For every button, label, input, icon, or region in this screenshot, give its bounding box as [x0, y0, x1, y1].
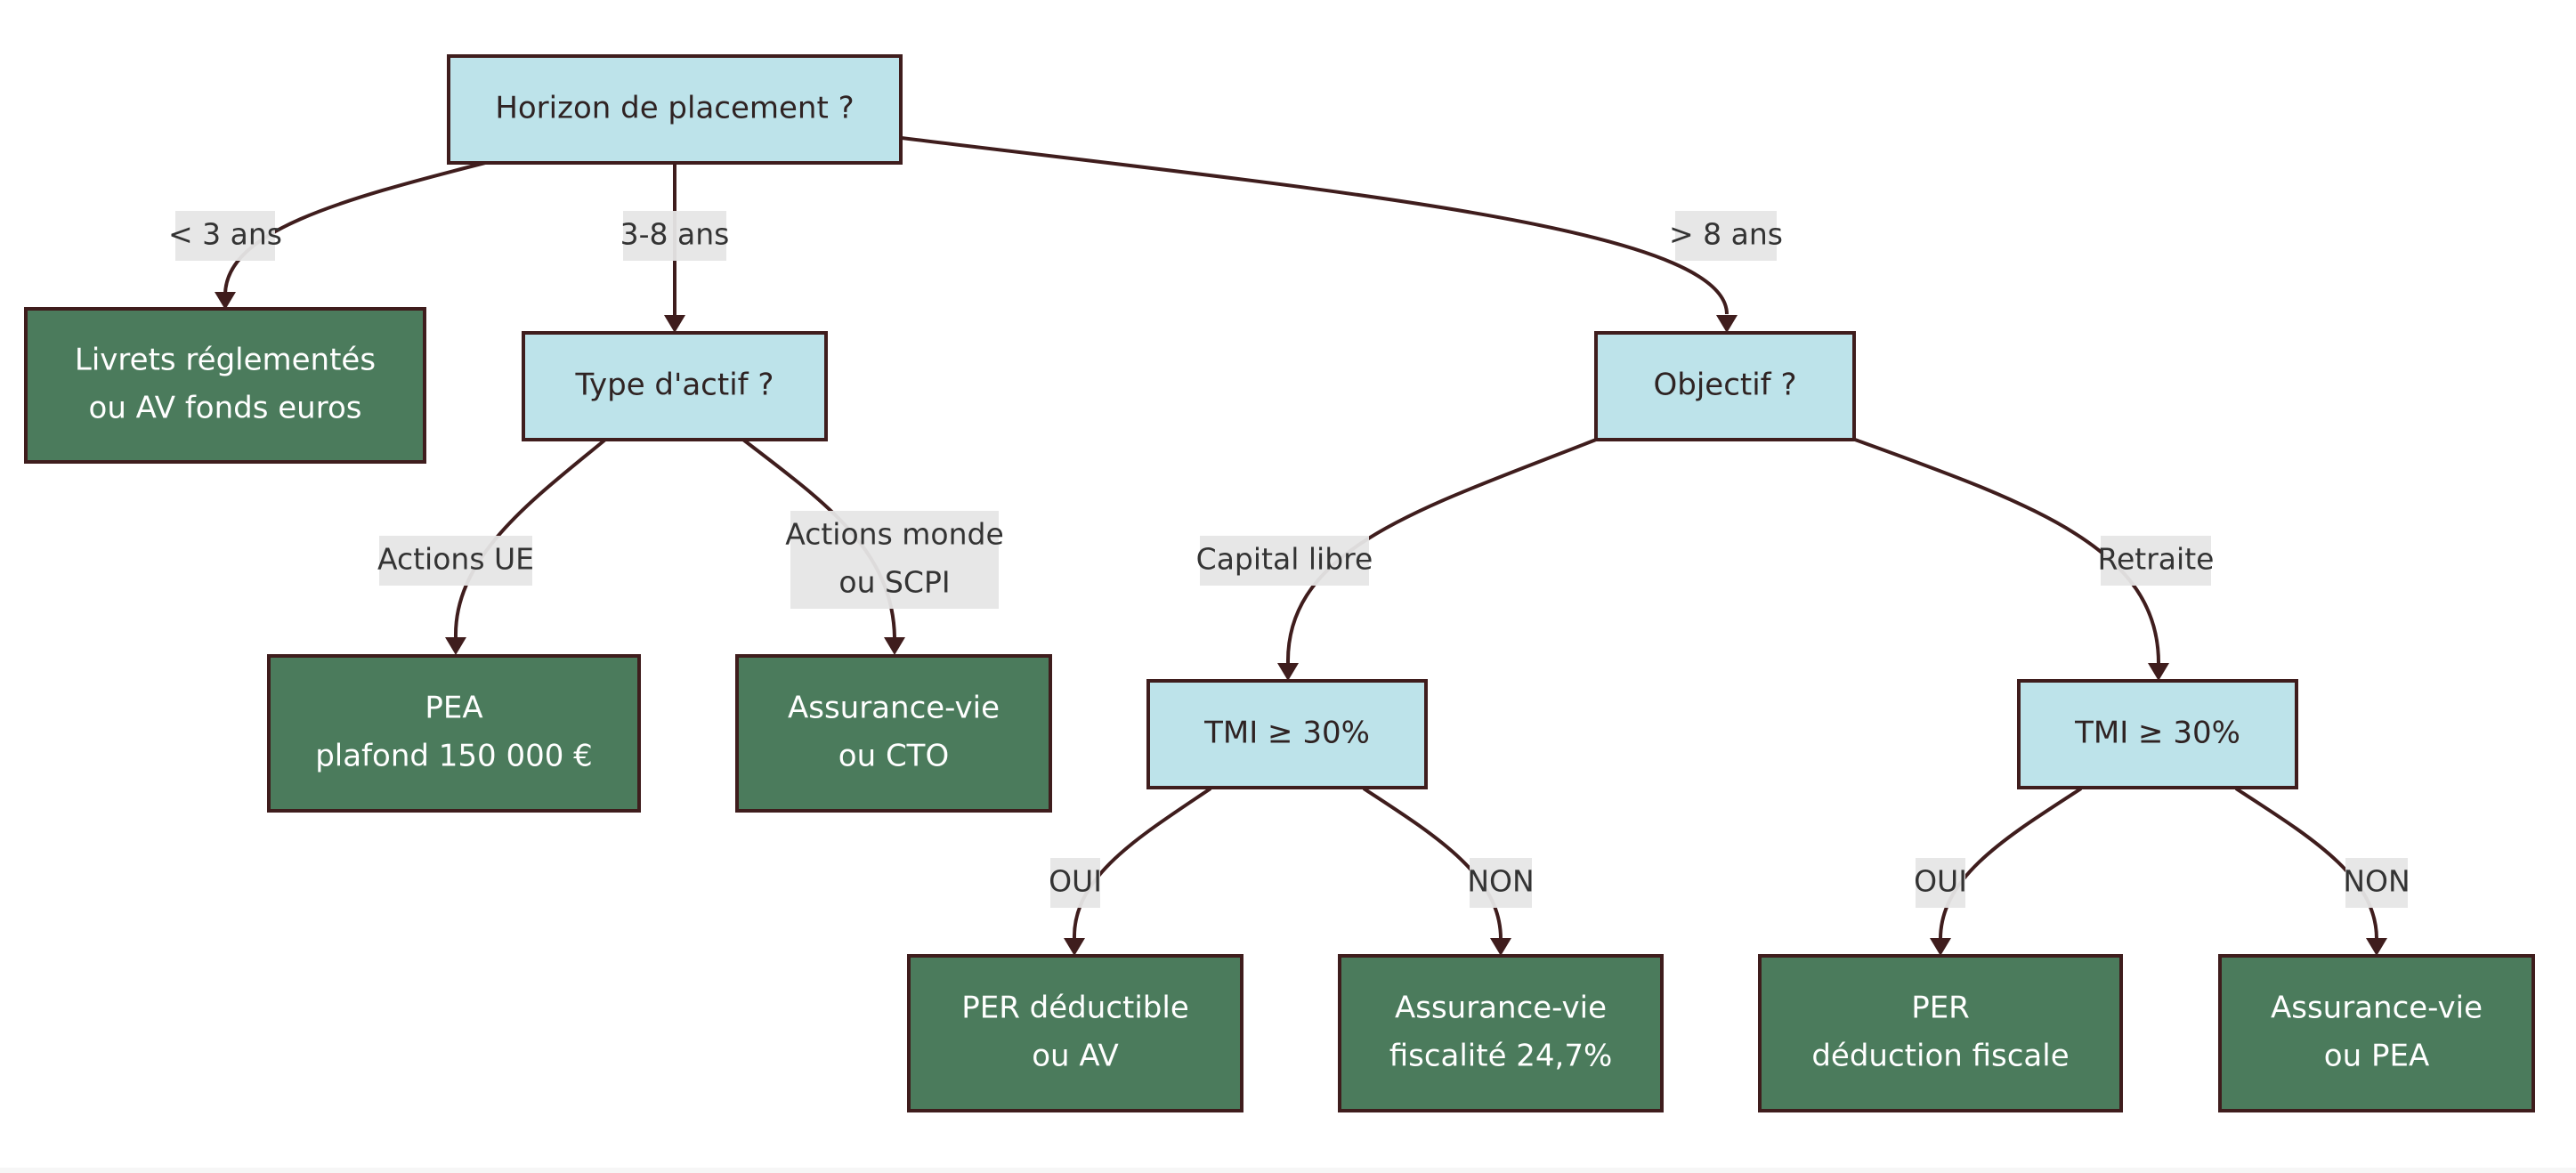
- node-text: Horizon de placement ?: [495, 91, 854, 126]
- edge-label-oui2: OUI: [1914, 858, 1967, 908]
- edge-label-text: Capital libre: [1196, 542, 1373, 577]
- arrow-pea: [445, 637, 466, 655]
- node-tmi-retraite: TMI ≥ 30%: [2017, 679, 2298, 789]
- node-objectif: Objectif ?: [1594, 331, 1856, 441]
- edge-label-text: < 3 ans: [168, 217, 282, 252]
- edge-objectif-tmi2: [1854, 438, 2160, 664]
- edge-label-text: 3-8 ans: [620, 217, 730, 252]
- edge-label-non1: NON: [1467, 858, 1535, 908]
- edge-label-capital: Capital libre: [1196, 536, 1373, 586]
- node-av-cto: Assurance-vie ou CTO: [735, 654, 1052, 813]
- node-text: déduction fiscale: [1811, 1039, 2069, 1074]
- node-text: ou AV: [1032, 1039, 1119, 1074]
- edge-horizon-objectif: [901, 136, 1729, 315]
- node-text: TMI ≥ 30%: [1203, 716, 1370, 751]
- arrow-avpea: [2366, 938, 2387, 956]
- arrow-avfisc: [1490, 938, 1511, 956]
- node-av-fiscalite: Assurance-vie fiscalité 24,7%: [1338, 954, 1664, 1112]
- edge-type-pea: [453, 438, 607, 638]
- node-text: ou CTO: [838, 739, 949, 774]
- arrow-perav: [1064, 938, 1085, 956]
- node-text: Objectif ?: [1653, 368, 1796, 403]
- node-livrets: Livrets réglementés ou AV fonds euros: [24, 307, 426, 464]
- edge-label-3to8: 3-8 ans: [620, 211, 730, 261]
- node-text: Assurance-vie: [788, 691, 1000, 726]
- node-text: Assurance-vie: [1395, 991, 1607, 1026]
- node-pea: PEA plafond 150 000 €: [267, 654, 641, 813]
- node-text: Livrets réglementés: [75, 343, 376, 378]
- edge-label-text: > 8 ans: [1669, 217, 1783, 252]
- node-text: plafond 150 000 €: [315, 739, 593, 774]
- arrow-avcto: [884, 637, 905, 655]
- edge-label-text: ou SCPI: [838, 565, 950, 600]
- bottom-band: [0, 1168, 2576, 1173]
- node-text: ou PEA: [2324, 1039, 2429, 1074]
- edge-label-lt3: < 3 ans: [168, 211, 282, 261]
- edge-label-retraite: Retraite: [2098, 536, 2215, 586]
- edge-label-text: OUI: [1049, 864, 1102, 899]
- node-text: PER: [1911, 991, 1970, 1026]
- edge-label-text: OUI: [1914, 864, 1967, 899]
- edge-label-text: Actions monde: [785, 517, 1004, 552]
- edge-label-text: Actions UE: [377, 542, 534, 577]
- edge-label-text: Retraite: [2098, 542, 2215, 577]
- node-horizon: Horizon de placement ?: [447, 54, 903, 165]
- nodes: Horizon de placement ? Livrets réglement…: [24, 54, 2535, 1112]
- node-text: Type d'actif ?: [575, 368, 774, 403]
- edge-horizon-livrets: [223, 161, 486, 295]
- edge-label-gt8: > 8 ans: [1669, 211, 1783, 261]
- arrow-objectif: [1716, 315, 1738, 333]
- node-text: PER déductible: [961, 991, 1188, 1026]
- arrow-type: [664, 315, 685, 333]
- edge-label-text: NON: [1467, 864, 1534, 899]
- node-per-deduction: PER déduction fiscale: [1758, 954, 2123, 1112]
- arrow-tmi1: [1277, 663, 1299, 681]
- edge-labels: < 3 ans 3-8 ans > 8 ans Actions UE Actio…: [168, 211, 2410, 908]
- edge-objectif-tmi1: [1285, 438, 1597, 664]
- edge-tmi1-perav: [1072, 787, 1212, 940]
- arrow-perded: [1930, 938, 1951, 956]
- edge-label-actions-ue: Actions UE: [377, 536, 534, 586]
- edge-label-non2: NON: [2343, 858, 2410, 908]
- node-tmi-capital: TMI ≥ 30%: [1146, 679, 1428, 789]
- node-text: fiscalité 24,7%: [1389, 1039, 1613, 1074]
- node-text: ou AV fonds euros: [89, 391, 362, 426]
- edge-label-text: NON: [2343, 864, 2410, 899]
- node-type-actif: Type d'actif ?: [522, 331, 828, 441]
- arrow-livrets: [215, 292, 236, 310]
- node-text: TMI ≥ 30%: [2074, 716, 2240, 751]
- edge-tmi2-perded: [1939, 787, 2083, 940]
- node-text: Assurance-vie: [2271, 991, 2483, 1026]
- edge-label-oui1: OUI: [1049, 858, 1102, 908]
- edge-tmi2-avpea: [2234, 787, 2378, 940]
- node-text: PEA: [425, 691, 482, 726]
- edge-tmi1-avfisc: [1362, 787, 1503, 940]
- edges: [215, 136, 2387, 956]
- node-av-pea: Assurance-vie ou PEA: [2218, 954, 2535, 1112]
- arrow-tmi2: [2148, 663, 2169, 681]
- node-per-av: PER déductible ou AV: [907, 954, 1243, 1112]
- edge-label-monde: Actions monde ou SCPI: [785, 511, 1004, 609]
